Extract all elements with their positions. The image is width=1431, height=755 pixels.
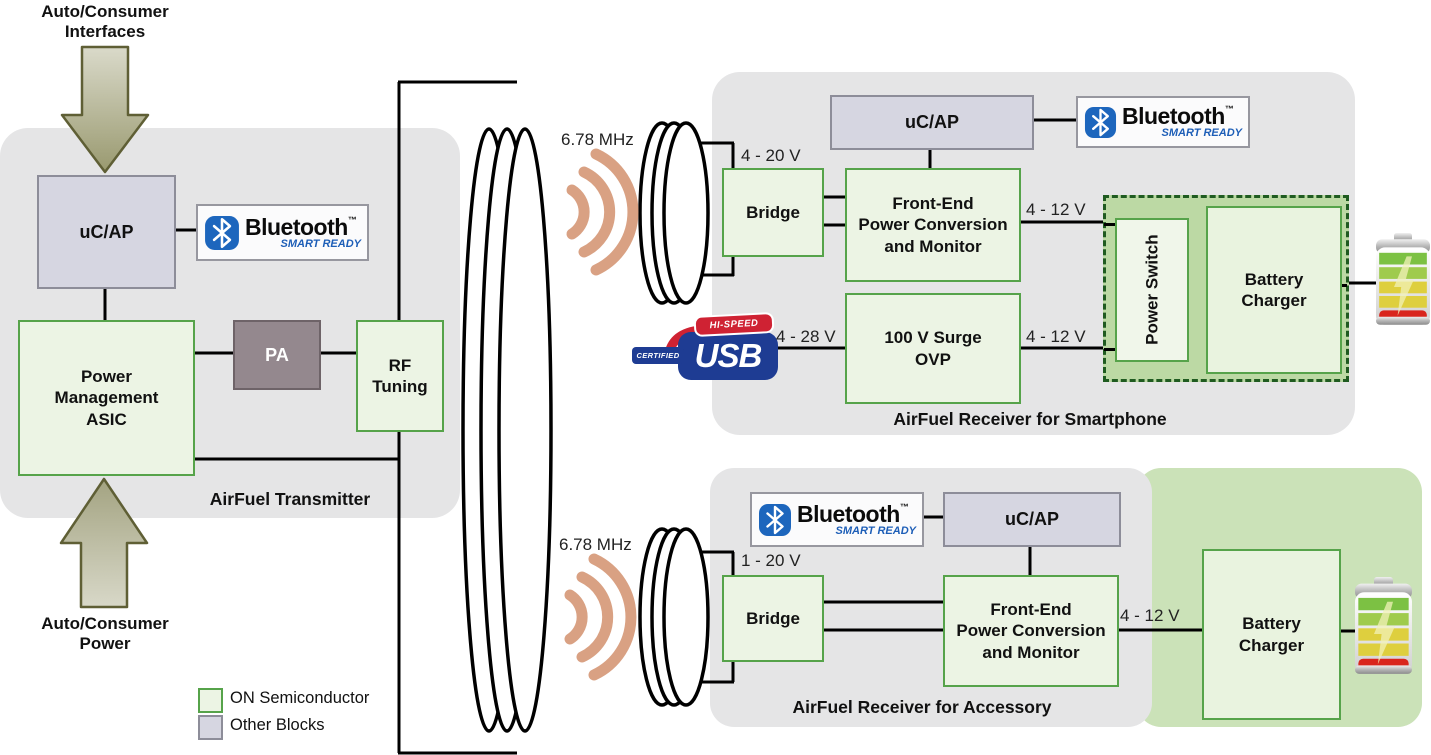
block-transmitter-ucap: uC/AP	[37, 175, 176, 289]
bluetooth-icon	[759, 503, 791, 536]
bluetooth-trademark: ™	[1224, 104, 1234, 114]
bluetooth-tagline: SMART READY	[835, 524, 916, 537]
bluetooth-icon	[205, 215, 239, 250]
battery-icon-accessory	[1355, 577, 1412, 674]
bluetooth-wordmark: Bluetooth	[797, 500, 900, 527]
bluetooth-tagline: SMART READY	[280, 237, 361, 250]
legend-swatch-on-semiconductor	[198, 688, 223, 713]
bluetooth-wordmark: Bluetooth	[1122, 103, 1225, 129]
smartphone-power-module: Power Switch Battery Charger	[1103, 195, 1349, 382]
rf-waves-bottom-icon	[564, 553, 637, 681]
block-accessory-battery-charger: Battery Charger	[1202, 549, 1341, 720]
voltage-smartphone-front-end-out: 4 - 12 V	[1026, 200, 1086, 219]
power-switch-label: Power Switch	[1142, 234, 1162, 346]
block-accessory-ucap: uC/AP	[943, 492, 1121, 547]
voltage-ovp-out: 4 - 12 V	[1026, 327, 1086, 346]
accessory-caption: AirFuel Receiver for Accessory	[792, 697, 1052, 717]
bluetooth-logo-accessory: Bluetooth™ SMART READY	[750, 492, 924, 547]
smartphone-caption: AirFuel Receiver for Smartphone	[893, 409, 1167, 429]
voltage-accessory-front-end-out: 4 - 12 V	[1120, 606, 1180, 625]
block-smartphone-battery-charger: Battery Charger	[1206, 206, 1342, 374]
label-auto-consumer-interfaces: Auto/Consumer Interfaces	[41, 2, 169, 42]
label-auto-consumer-power: Auto/Consumer Power	[41, 614, 169, 654]
legend-label-other-blocks: Other Blocks	[230, 716, 325, 734]
bluetooth-trademark: ™	[899, 501, 909, 512]
legend-swatch-other-blocks	[198, 715, 223, 740]
block-smartphone-ucap: uC/AP	[830, 95, 1034, 150]
voltage-usb-in: 4 - 28 V	[776, 327, 836, 346]
usb-logo: USB HI-SPEED CERTIFIED	[630, 306, 782, 384]
bluetooth-wordmark: Bluetooth	[245, 213, 348, 240]
block-smartphone-bridge: Bridge	[722, 168, 824, 257]
transmitter-coil-icon	[461, 127, 553, 733]
bluetooth-tagline: SMART READY	[1161, 127, 1242, 139]
usb-certified-ribbon: CERTIFIED	[632, 347, 684, 364]
bluetooth-icon	[1084, 106, 1117, 138]
wire-stub	[1104, 223, 1116, 226]
voltage-accessory-bridge-in: 1 - 20 V	[741, 551, 801, 570]
block-rf-tuning: RF Tuning	[356, 320, 444, 432]
block-power-management-asic: Power Management ASIC	[18, 320, 195, 476]
block-power-switch: Power Switch	[1115, 218, 1189, 362]
voltage-smartphone-bridge-in: 4 - 20 V	[741, 146, 801, 165]
block-accessory-front-end: Front-End Power Conversion and Monitor	[943, 575, 1119, 687]
usb-hi-speed-banner: HI-SPEED	[693, 311, 775, 338]
frequency-label-bottom: 6.78 MHz	[559, 535, 632, 554]
legend-label-on-semiconductor: ON Semiconductor	[230, 689, 370, 707]
bluetooth-trademark: ™	[347, 214, 357, 225]
wire-stub	[1104, 348, 1116, 351]
block-surge-ovp: 100 V Surge OVP	[845, 293, 1021, 404]
usb-logo-label: USB	[678, 332, 778, 380]
battery-icon-smartphone	[1376, 233, 1430, 325]
block-pa: PA	[233, 320, 321, 390]
transmitter-caption: AirFuel Transmitter	[209, 489, 371, 509]
up-arrow-icon	[59, 477, 149, 609]
rf-waves-top-icon	[566, 148, 639, 276]
bluetooth-logo-smartphone: Bluetooth™ SMART READY	[1076, 96, 1250, 148]
block-accessory-bridge: Bridge	[722, 575, 824, 662]
block-smartphone-front-end: Front-End Power Conversion and Monitor	[845, 168, 1021, 282]
accessory-coil-icon	[638, 527, 710, 707]
down-arrow-icon	[60, 45, 150, 174]
bluetooth-logo-transmitter: Bluetooth™ SMART READY	[196, 204, 369, 261]
frequency-label-top: 6.78 MHz	[561, 130, 634, 149]
smartphone-coil-icon	[638, 121, 710, 305]
